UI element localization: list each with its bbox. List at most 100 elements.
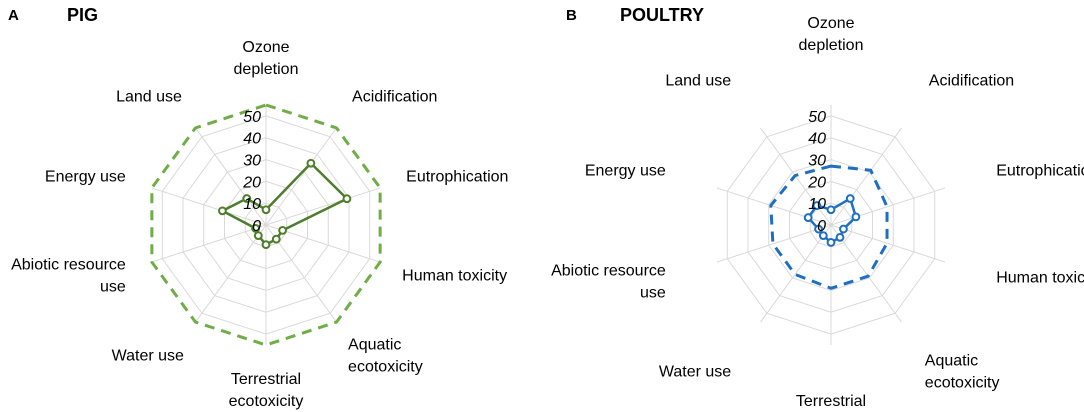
axis-label: Aquatic ecotoxicity [348,336,423,375]
series-point [812,201,822,210]
series-solid [803,194,861,247]
series-point [851,212,861,222]
tick-label: 40 [243,131,261,148]
grid-spoke [830,127,902,226]
series-solid [218,158,352,250]
axis-label-line: Ozone [807,15,854,32]
axis-label: Energy use [585,162,666,179]
grid-spoke [830,224,902,323]
axis-label: Eutrophication [406,169,508,186]
axis-label-line: Ozone [242,39,289,56]
tick-label: 30 [808,153,826,170]
axis-label: Terrestrial ecotoxicity [229,371,304,410]
series-point [253,231,263,240]
axis-label: Ozone depletion [799,15,864,54]
grid-spoke [195,224,267,323]
axis-label-line: depletion [234,61,299,78]
grid-spoke [265,187,381,226]
axis-label-line: Acidification [929,72,1014,89]
axis-label: Land use [665,72,731,89]
grid-spoke [195,127,267,226]
axis-label-line: Energy use [45,169,126,186]
axis-label: Aquatic ecotoxicity [925,353,1000,392]
axis-label-line: depletion [799,37,864,54]
axis-label: Eutrophication [996,162,1084,179]
series-point [342,194,352,204]
axis-label-line: Human toxicity [402,267,507,284]
axis-label-line: use [640,285,666,302]
axis-label-line: Eutrophication [996,162,1084,179]
tick-label: 50 [808,109,826,126]
axis-label-line: Eutrophication [406,169,508,186]
tick-label: 20 [242,174,261,191]
series-point [814,224,823,234]
axis-label-line: Water use [659,364,731,381]
tick-label: 10 [243,196,261,213]
axis-label-line: Human toxicity [996,270,1084,287]
grid-spoke [151,187,267,226]
axis-label-line: Acidification [352,89,437,106]
tick-label: 0 [817,218,826,235]
axis-label: Human toxicity [996,270,1084,287]
axis-label-line: Land use [665,72,731,89]
axis-label-line: Aquatic [348,336,401,353]
grid-spoke [265,127,337,226]
axis-label: Abiotic resource use [11,256,126,295]
panel-letter: B [566,7,577,24]
axis-label: Water use [659,364,731,381]
axis-label: Abiotic resource use [551,263,666,302]
radar-grid [716,105,946,345]
axis-label-line: Abiotic resource [551,263,666,280]
series-point [803,213,813,222]
radar-panel-pig: 0 10 20 30 40 50 Ozone depletionAcidificationEu… [8,5,508,410]
series-point [306,158,316,168]
grid-spoke [760,224,832,323]
axis-label-line: ecotoxicity [925,375,1000,392]
grid-spoke [716,224,832,263]
axis-label-line: Terrestrial [231,371,301,388]
series-point [818,231,828,240]
tick-label: 30 [243,153,261,170]
tick-label: 0 [252,218,261,235]
series-point [845,194,855,203]
series-dashed [150,103,382,347]
series-point [278,225,288,235]
tick-label: 40 [808,131,826,148]
axis-label: Acidification [929,72,1014,89]
axis-label: Energy use [45,169,126,186]
series-point [251,223,261,233]
series-line [769,164,889,290]
series-point [218,206,227,216]
axis-label: Water use [112,347,184,364]
grid-spoke [151,224,267,263]
axis-label-line: ecotoxicity [348,358,423,375]
axis-label: Land use [116,89,182,106]
axis-label-line: Water use [112,347,184,364]
series-point [826,238,836,247]
series-line [150,103,382,347]
axis-label-line: Land use [116,89,182,106]
axis-label-line: use [100,278,126,295]
panel-title: POULTRY [620,5,704,25]
panel-title: PIG [67,5,98,25]
series-point [271,234,281,244]
series-point [835,232,845,242]
axis-label-line: Terrestrial [796,393,866,410]
series-point [261,240,271,250]
axis-label-line: Abiotic resource [11,256,126,273]
axis-label-line: Aquatic [925,353,978,370]
series-point [826,205,836,215]
series-dashed [769,164,889,290]
axis-label: Human toxicity [402,267,507,284]
axis-label: Ozone depletion [234,39,299,78]
grid-spoke [830,187,946,226]
axis-label: Acidification [352,89,437,106]
panel-letter: A [8,7,19,24]
series-point [839,224,848,234]
axis-label-line: ecotoxicity [229,393,304,410]
tick-label: 50 [243,109,261,126]
series-point [242,194,252,203]
